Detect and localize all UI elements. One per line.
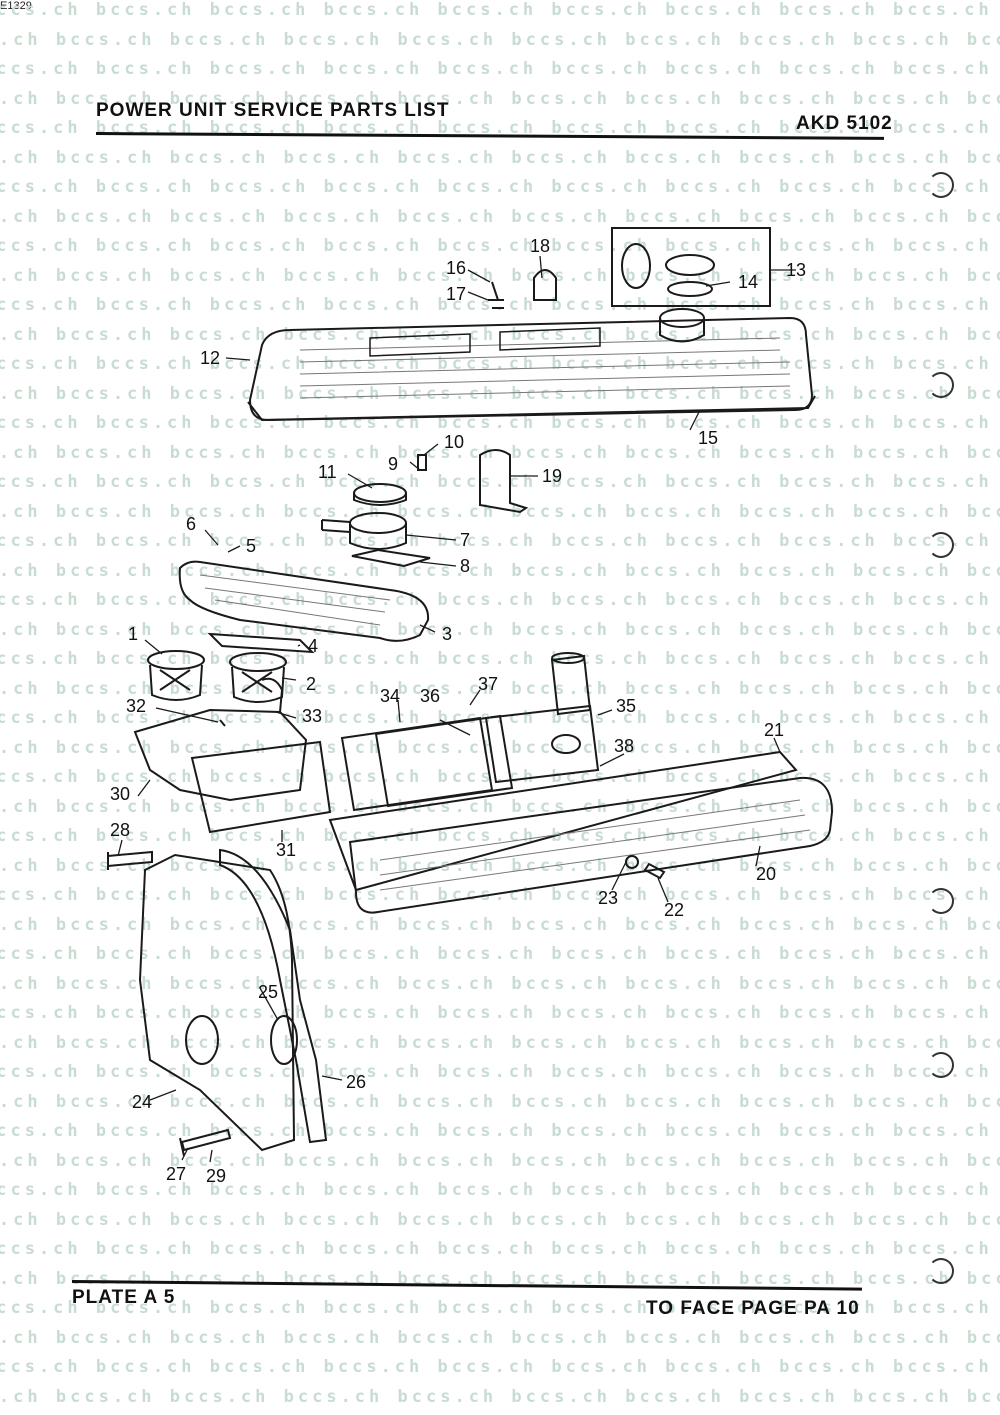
callout-36: 36 [420, 686, 440, 706]
callout-4: 4 [308, 636, 318, 656]
callout-21: 21 [764, 720, 784, 740]
callout-19: 19 [542, 466, 562, 486]
callout-10: 10 [444, 432, 464, 452]
callout-14: 14 [738, 272, 758, 292]
callout-17: 17 [446, 284, 466, 304]
bolt-28 [107, 850, 153, 870]
side-cover-20 [348, 776, 834, 914]
callout-1: 1 [128, 624, 138, 644]
housing-30 [133, 708, 308, 802]
callout-15: 15 [698, 428, 718, 448]
punch-hole-mark [928, 888, 954, 914]
punch-hole-mark [928, 372, 954, 398]
gasket-26 [219, 848, 328, 1144]
gasket-36 [374, 714, 514, 808]
bracket-19 [479, 449, 529, 514]
callout-38: 38 [614, 736, 634, 756]
callout-12: 12 [200, 348, 220, 368]
callout-6: 6 [186, 514, 196, 534]
document-code: AKD 5102 [796, 113, 893, 134]
page-title: POWER UNIT SERVICE PARTS LIST [96, 100, 450, 121]
elbow-body [349, 512, 407, 534]
callout-9: 9 [388, 454, 398, 474]
callout-8: 8 [460, 556, 470, 576]
callout-5: 5 [246, 536, 256, 556]
callout-30: 30 [110, 784, 130, 804]
thermostat-2 [229, 652, 287, 672]
callout-33: 33 [302, 706, 322, 726]
callout-27: 27 [166, 1164, 186, 1184]
gasket-31 [190, 740, 332, 834]
thermostat-housing [178, 560, 430, 642]
callout-28: 28 [110, 820, 130, 840]
elbow-cap [353, 483, 407, 503]
callout-25: 25 [258, 982, 278, 1002]
callout-29: 29 [206, 1166, 226, 1186]
callout-23: 23 [598, 888, 618, 908]
callout-2: 2 [306, 674, 316, 694]
rocker-cover [248, 316, 814, 422]
callout-34: 34 [380, 686, 400, 706]
callout-22: 22 [664, 900, 684, 920]
gasket-4 [207, 632, 315, 654]
callout-20: 20 [756, 864, 776, 884]
punch-hole-mark [928, 532, 954, 558]
face-page-label: TO FACE PAGE PA 10 [646, 1298, 860, 1319]
cap-inset-frame [611, 227, 771, 307]
plate-label: PLATE A 5 [72, 1287, 176, 1308]
callout-31: 31 [276, 840, 296, 860]
callout-13: 13 [786, 260, 806, 280]
oil-seal-25 [270, 1015, 298, 1065]
figure-reference: E1329 [0, 0, 32, 12]
punch-hole-mark [928, 1258, 954, 1284]
callout-7: 7 [460, 530, 470, 550]
gasket-34 [340, 716, 494, 812]
callout-3: 3 [442, 624, 452, 644]
callout-35: 35 [616, 696, 636, 716]
rocker-cover-flange [247, 395, 816, 422]
callout-24: 24 [132, 1092, 152, 1112]
timing-cover-24 [138, 853, 296, 1152]
callout-26: 26 [346, 1072, 366, 1092]
inlet-cover-35 [484, 704, 600, 784]
breather-tube [550, 654, 592, 716]
callout-32: 32 [126, 696, 146, 716]
callout-11: 11 [318, 462, 337, 482]
gasket-21 [328, 750, 798, 892]
bracket-18 [533, 269, 557, 301]
callout-16: 16 [446, 258, 466, 278]
filler-neck [659, 308, 705, 328]
punch-hole-mark [928, 1052, 954, 1078]
gasket-8 [351, 548, 431, 568]
callout-37: 37 [478, 674, 498, 694]
callout-18: 18 [530, 236, 550, 256]
thermostat-1 [147, 650, 205, 670]
bolt-27 [179, 1128, 232, 1157]
punch-hole-mark [928, 172, 954, 198]
